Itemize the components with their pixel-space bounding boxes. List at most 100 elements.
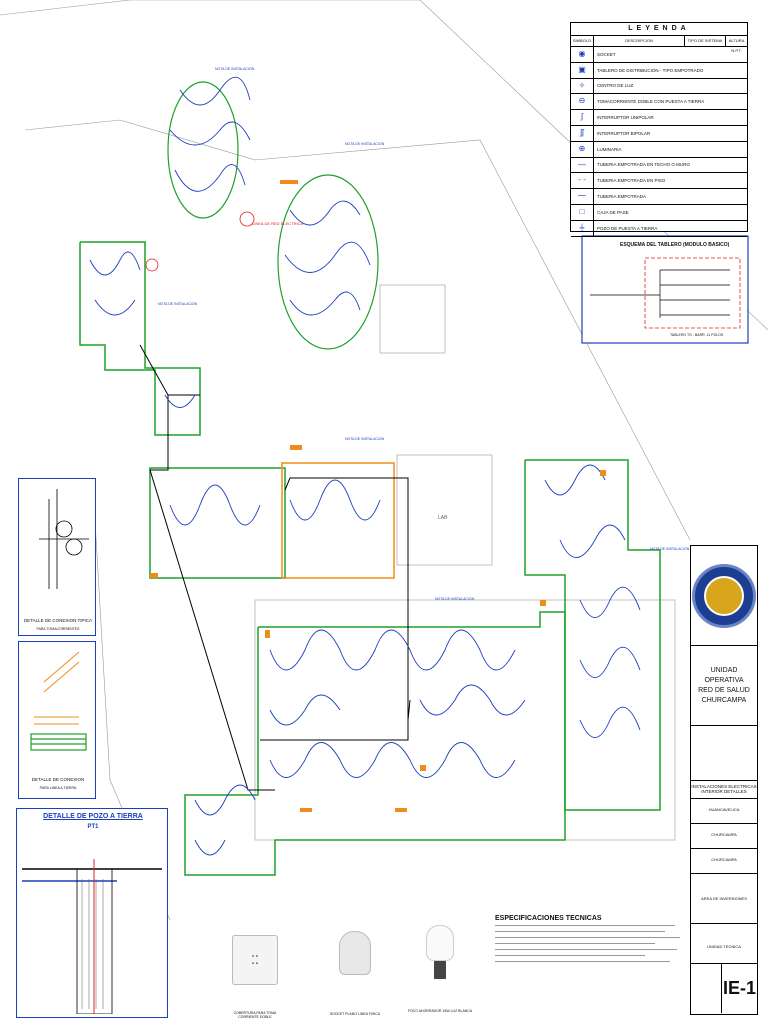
legend-col-height: ALTURA N.P.T.	[728, 38, 745, 53]
zone-main	[184, 611, 566, 876]
outlet-connection-drawing	[39, 489, 89, 589]
detail-typical-sub: PARA TOMACORRIENTES	[36, 627, 80, 631]
legend-row-desc: TUBERIA EMPOTRADA EN TECHO O MURO	[597, 162, 690, 168]
technical-specs: ESPECIFICACIONES TECNICAS	[495, 915, 685, 1020]
org-name: UNIDAD OPERATIVA RED DE SALUD CHURCAMPA	[691, 646, 757, 726]
detail-ground-caption: DETALLE DE CONEXION	[31, 777, 85, 782]
legend-row-desc: INTERRUPTOR UNIPOLAR	[597, 115, 654, 121]
legend-row: ⏚POZO DE PUESTA A TIERRA	[571, 220, 747, 237]
red-de-salud-logo-icon	[692, 563, 756, 628]
product-outlet: ⁚⁚ COBERTURA PARA TOMA CORRIENTE DOBLE	[225, 935, 285, 1019]
zone-east	[524, 459, 661, 811]
conduit-line-icon: —	[571, 157, 594, 173]
zone-oval-2	[277, 174, 379, 350]
single-switch-icon: ʃ	[571, 110, 594, 125]
detail-ground-sub: PARA LINEA A TIERRA	[39, 786, 77, 790]
specs-title: ESPECIFICACIONES TECNICAS	[495, 915, 602, 922]
legend-col-system: TIPO DE SISTEMA	[685, 36, 726, 46]
detail-connection-typical: DETALLE DE CONEXION TIPICA PARA TOMACORR…	[18, 478, 96, 636]
double-outlet-icon: ⊖	[571, 94, 594, 110]
title-block: UNIDAD OPERATIVA RED DE SALUD CHURCAMPA …	[690, 545, 758, 1015]
bulb-icon	[426, 925, 454, 961]
ground-well-icon: ⏚	[571, 220, 594, 236]
double-switch-icon: ʃʃ	[571, 125, 594, 141]
org-line-1: UNIDAD OPERATIVA	[704, 667, 744, 684]
detail-typical-caption: DETALLE DE CONEXION TIPICA	[23, 618, 93, 623]
detail-ground-well: DETALLE DE POZO A TIERRA PT1	[16, 808, 168, 1018]
ground-well-drawing	[22, 859, 162, 1014]
logo-seal	[691, 546, 757, 646]
zone-orange	[281, 462, 395, 579]
legend-table: LEYENDA SIMBOLO DESCRIPCION TIPO DE SIST…	[570, 22, 748, 237]
svg-text:NOTA DE INSTALACION: NOTA DE INSTALACION	[345, 437, 385, 441]
zone-oval-1	[167, 81, 239, 219]
legend-title: LEYENDA	[571, 23, 747, 36]
distribution-board-icon: ▣	[571, 62, 594, 78]
zone-middle	[149, 467, 286, 579]
legend-row: ◉SOCKET	[571, 47, 747, 63]
zone-west	[79, 241, 201, 436]
org-line-3: CHURCAMPA	[701, 697, 747, 704]
socket-icon	[339, 931, 371, 975]
floor-line-icon: - -	[571, 173, 594, 189]
legend-rows: ◉SOCKET▣TABLERO DE DISTRIBUCION - TIPO E…	[571, 47, 747, 237]
ground-line-drawing	[30, 651, 87, 751]
junction-icon: □	[571, 204, 594, 220]
ground-well-title: DETALLE DE POZO A TIERRA	[43, 813, 143, 820]
product-bulb: FOCO AHORRADOR 15W LUZ BLANCA	[405, 925, 475, 1015]
area: AREA DE INVERSIONES	[691, 874, 757, 924]
svg-text:NOTA DE INSTALACION: NOTA DE INSTALACION	[345, 142, 385, 146]
detail-ground-line: DETALLE DE CONEXION PARA LINEA A TIERRA	[18, 641, 96, 799]
product-socket-label: SOCKET PLANO LINEA FISICA	[329, 1012, 381, 1016]
svg-text:NOTA DE INSTALACION: NOTA DE INSTALACION	[650, 547, 690, 551]
ceiling-light-icon: ✧	[571, 78, 594, 94]
org-line-2: RED DE SALUD	[698, 687, 750, 694]
legend-row-desc: CENTRO DE LUZ	[597, 83, 634, 89]
outlet-cover-icon: ⁚⁚	[232, 935, 278, 985]
product-socket: SOCKET PLANO LINEA FISICA	[320, 925, 390, 1016]
legend-row-desc: SOCKET	[597, 51, 616, 57]
legend-row: —TUBERIA EMPOTRADA EN TECHO O MURO	[571, 157, 747, 174]
legend-row-desc: POZO DE PUESTA A TIERRA	[597, 225, 658, 231]
legend-header: SIMBOLO DESCRIPCION TIPO DE SISTEMA ALTU…	[571, 36, 747, 53]
lamp-icon: ⊕	[571, 141, 594, 157]
legend-row-desc: TUBERIA EMPOTRADA EN PISO	[597, 178, 666, 184]
legend-row: □CAJA DE PASE	[571, 204, 747, 221]
subject: INSTALACIONES ELECTRICAS INTERIOR DETALL…	[691, 781, 757, 799]
svg-text:NOTA DE INSTALACION: NOTA DE INSTALACION	[215, 67, 255, 71]
network-line-label: LINEA DE RED ELECTRICA	[252, 221, 304, 226]
svg-text:NOTA DE INSTALACION: NOTA DE INSTALACION	[158, 302, 198, 306]
legend-row-desc: LUMINARIA	[597, 146, 622, 152]
board-scheme-footer: TABLERO TG - BARR. 11 POLOS	[670, 333, 724, 337]
legend-row-desc: CAJA DE PASE	[597, 209, 629, 215]
lab-block-label: LAB	[438, 515, 448, 521]
location: HUANCAVELICA	[691, 799, 757, 824]
province: CHURCAMPA	[691, 849, 757, 874]
svg-text:NOTA DE INSTALACION: NOTA DE INSTALACION	[435, 597, 475, 601]
legend-row-desc: TUBERIA EMPOTRADA	[597, 194, 647, 200]
legend-row: - -TUBERIA EMPOTRADA EN PISO	[571, 173, 747, 190]
legend-row-desc: TABLERO DE DISTRIBUCION - TIPO EMPOTRADO	[597, 67, 704, 73]
district: CHURCAMPA	[691, 824, 757, 849]
sheet-number: IE-1	[722, 978, 756, 998]
legend-col-symbol: SIMBOLO	[571, 36, 594, 46]
legend-row: ⊕LUMINARIA	[571, 141, 747, 158]
legend-col-description: DESCRIPCION	[594, 36, 685, 46]
legend-row: ⁓TUBERIA EMPOTRADA	[571, 189, 747, 205]
legend-row: ✧CENTRO DE LUZ	[571, 78, 747, 95]
product-bulb-label: FOCO AHORRADOR 15W LUZ BLANCA	[407, 1009, 473, 1013]
unit: UNIDAD TECNICA	[691, 924, 757, 964]
sheet-row: IE-1	[691, 964, 757, 1013]
board-scheme-title: ESQUEMA DEL TABLERO (MODULO BASICO)	[620, 242, 730, 248]
ground-line-icon: ⁓	[571, 189, 594, 204]
product-outlet-label: COBERTURA PARA TOMA CORRIENTE DOBLE	[233, 1011, 277, 1019]
legend-row-desc: TOMACORRIENTE DOBLE CON PUESTA A TIERRA	[597, 99, 705, 105]
legend-row-desc: INTERRUPTOR BIPOLAR	[597, 130, 651, 136]
legend-row: ▣TABLERO DE DISTRIBUCION - TIPO EMPOTRAD…	[571, 62, 747, 79]
ground-well-sub: PT1	[87, 824, 99, 830]
legend-row: ⊖TOMACORRIENTE DOBLE CON PUESTA A TIERRA	[571, 94, 747, 111]
socket-icon: ◉	[571, 47, 594, 62]
